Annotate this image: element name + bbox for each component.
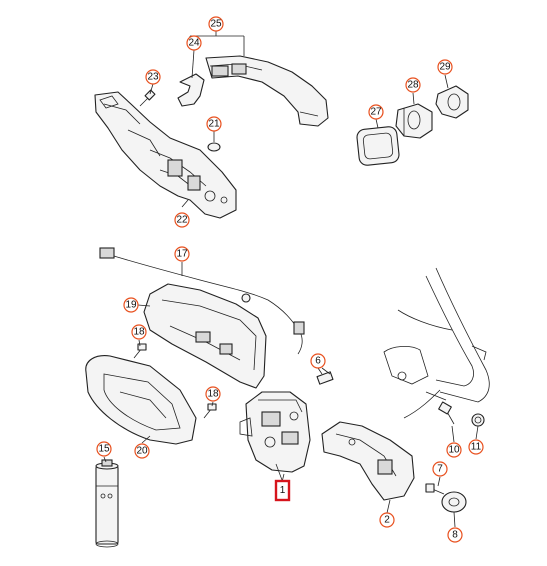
seal-ring-part — [207, 142, 221, 152]
callout-label: 2 — [384, 515, 390, 526]
door-lock-part — [239, 391, 311, 481]
callout-label: 25 — [210, 19, 222, 30]
highlighted-callout-1[interactable]: 1 — [274, 479, 291, 502]
callout-label: 24 — [188, 38, 200, 49]
leader-lines — [103, 31, 479, 528]
screw-part — [438, 401, 455, 425]
callout-7[interactable]: 7 — [432, 461, 448, 477]
connector-part — [316, 367, 334, 385]
callout-label: 1 — [280, 485, 286, 496]
lock-cylinder-part — [395, 103, 433, 139]
callout-label: 15 — [98, 444, 110, 455]
callout-label: 23 — [147, 72, 159, 83]
callout-label: 28 — [407, 80, 419, 91]
callout-11[interactable]: 11 — [468, 439, 484, 455]
callout-label: 18 — [133, 327, 145, 338]
cap-part — [471, 413, 485, 427]
lock-cap-part — [435, 85, 469, 119]
callout-27[interactable]: 27 — [368, 104, 384, 120]
callout-19[interactable]: 19 — [123, 297, 139, 313]
callout-label: 8 — [452, 530, 458, 541]
callout-18[interactable]: 18 — [131, 324, 147, 340]
cable-part — [99, 247, 305, 355]
callout-label: 10 — [448, 445, 460, 456]
callout-label: 27 — [370, 107, 382, 118]
callout-22[interactable]: 22 — [174, 212, 190, 228]
callout-2[interactable]: 2 — [379, 512, 395, 528]
callout-25[interactable]: 25 — [208, 16, 224, 32]
callout-24[interactable]: 24 — [186, 35, 202, 51]
callout-label: 22 — [176, 215, 188, 226]
callout-21[interactable]: 21 — [206, 116, 222, 132]
door-pillar-outline — [383, 267, 490, 419]
callout-label: 21 — [208, 119, 220, 130]
callout-label: 19 — [125, 300, 137, 311]
striker-plate-part — [441, 491, 467, 513]
inner-handle-bezel-part — [85, 355, 197, 445]
aerosol-can-part — [95, 459, 119, 548]
callout-15[interactable]: 15 — [96, 441, 112, 457]
callout-10[interactable]: 10 — [446, 442, 462, 458]
outer-handle-part — [205, 55, 329, 127]
callout-label: 18 — [207, 389, 219, 400]
handle-cap-part — [177, 73, 205, 107]
bracket-part — [321, 421, 415, 501]
callout-29[interactable]: 29 — [437, 59, 453, 75]
callout-label: 29 — [439, 62, 451, 73]
callout-23[interactable]: 23 — [145, 69, 161, 85]
screw-part — [203, 403, 217, 419]
callout-label: 20 — [136, 446, 148, 457]
callout-18[interactable]: 18 — [205, 386, 221, 402]
callout-17[interactable]: 17 — [174, 246, 190, 262]
callout-28[interactable]: 28 — [405, 77, 421, 93]
handle-carrier-part — [94, 91, 237, 219]
screw-part — [139, 89, 156, 107]
callout-label: 11 — [471, 442, 482, 453]
striker-bolt-part — [425, 483, 445, 495]
callout-label: 17 — [176, 249, 188, 260]
callout-label: 6 — [315, 356, 321, 367]
callout-6[interactable]: 6 — [310, 353, 326, 369]
callout-20[interactable]: 20 — [134, 443, 150, 459]
gasket-part — [356, 126, 400, 166]
callout-8[interactable]: 8 — [447, 527, 463, 543]
screw-part — [133, 343, 147, 359]
inner-handle-frame-part — [143, 283, 267, 389]
callout-label: 7 — [437, 464, 443, 475]
